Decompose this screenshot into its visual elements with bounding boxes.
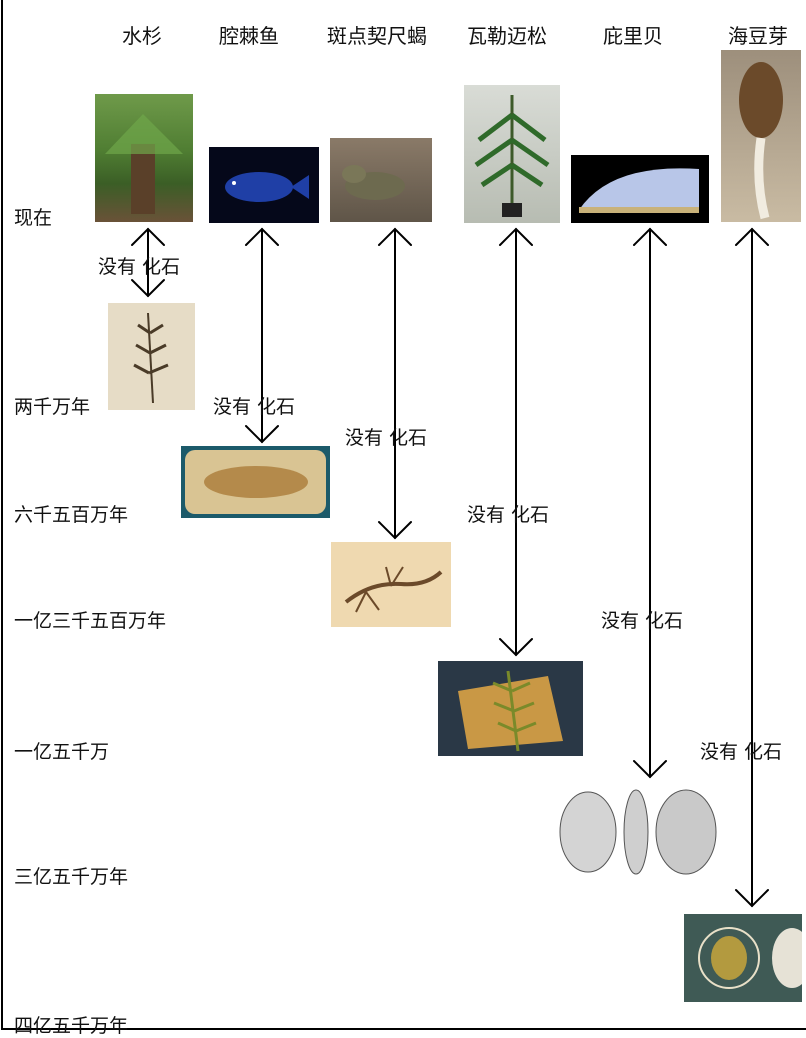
photo-metasequoia-living: [95, 94, 193, 222]
species-neopilina: 庇里贝: [603, 20, 663, 49]
photo-metasequoia-fossil: [108, 303, 195, 410]
species-tuatara: 斑点契尺蝎: [327, 20, 427, 49]
leaf-fossil-icon: [108, 303, 195, 410]
shell-fossil-icon: [558, 787, 723, 879]
no-fossil-label-tuatara: 没有 化石: [345, 423, 427, 450]
lizard-icon: [330, 138, 432, 222]
era-present: 现在: [14, 203, 52, 230]
photo-lingula-living: [721, 50, 801, 222]
era-65ma: 六千五百万年: [14, 500, 128, 527]
species-metasequoia: 水杉: [122, 20, 162, 49]
era-350ma: 三亿五千万年: [14, 862, 128, 889]
no-fossil-label-wollemi: 没有 化石: [467, 500, 549, 527]
species-wollemi-pine: 瓦勒迈松: [467, 20, 547, 49]
photo-tuatara-living: [330, 138, 432, 222]
pine-icon: [464, 85, 560, 223]
era-20ma: 两千万年: [14, 392, 90, 419]
photo-tuatara-fossil: [331, 542, 451, 627]
shell-icon: [571, 155, 709, 223]
photo-wollemi-fossil: [438, 661, 583, 756]
no-fossil-label-neopilina: 没有 化石: [601, 606, 683, 633]
species-lingula: 海豆芽: [728, 20, 788, 49]
no-fossil-label-lingula: 没有 化石: [700, 737, 782, 764]
no-fossil-label-coelacanth: 没有 化石: [213, 392, 295, 419]
pine-fossil-icon: [438, 661, 583, 756]
tree-icon: [95, 94, 193, 222]
no-fossil-label-metasequoia: 没有 化石: [98, 252, 180, 279]
lizard-fossil-icon: [331, 542, 451, 627]
brachiopod-icon: [721, 50, 801, 222]
photo-neopilina-living: [571, 155, 709, 223]
photo-neopilina-fossil: [558, 787, 723, 879]
era-450ma: 四亿五千万年: [14, 1011, 128, 1038]
brachiopod-fossil-icon: [684, 914, 802, 1002]
species-coelacanth: 腔棘鱼: [219, 20, 279, 49]
photo-coelacanth-fossil: [181, 446, 330, 518]
fish-icon: [209, 147, 319, 223]
photo-wollemi-living: [464, 85, 560, 223]
fish-fossil-icon: [181, 446, 330, 518]
photo-lingula-fossil: [684, 914, 802, 1002]
era-150ma: 一亿五千万: [14, 737, 109, 764]
photo-coelacanth-living: [209, 147, 319, 223]
era-135ma: 一亿三千五百万年: [14, 606, 166, 633]
